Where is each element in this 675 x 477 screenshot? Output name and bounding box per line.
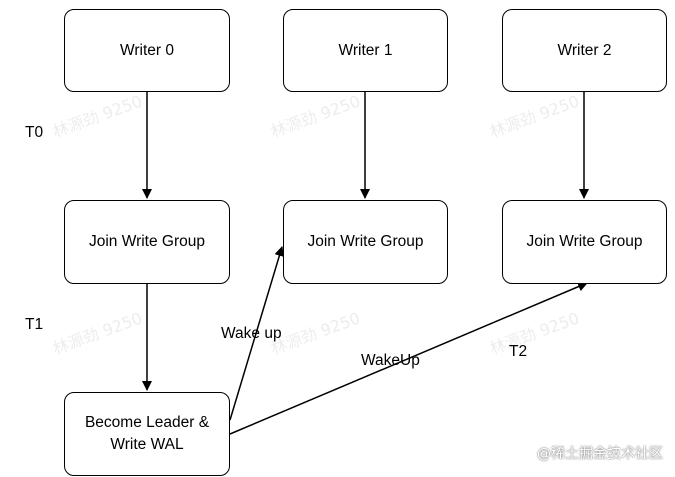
writer-2-label: Writer 2 [557,41,612,59]
t0-label: T0 [25,124,44,141]
writer-1-label: Writer 1 [338,41,393,59]
writer-2-box: Writer 2 [502,9,667,92]
t1-label: T1 [25,316,44,333]
become-leader-label: Become Leader & [84,414,210,431]
join-write-group-0-box: Join Write Group [64,200,230,284]
arrow-leader-to-join2 [229,281,588,435]
site-watermark: @稀土掘金技术社区 [537,446,663,462]
join-write-group-2-label: Join Write Group [526,233,643,250]
wakeup-label: WakeUp [361,352,420,369]
write-wal-label: Write WAL [110,436,184,453]
wake-up-label: Wake up [221,325,282,342]
writer-1-box: Writer 1 [283,9,448,92]
join-write-group-0-label: Join Write Group [88,233,205,250]
t2-label: T2 [509,343,528,360]
join-write-group-1-label: Join Write Group [307,233,424,250]
become-leader-box: Become Leader & Write WAL [64,392,230,476]
arrow-leader-to-join1 [229,246,285,421]
join-write-group-1-box: Join Write Group [283,200,448,284]
join-write-group-2-box: Join Write Group [502,200,667,284]
writer-0-box: Writer 0 [64,9,230,92]
writer-0-label: Writer 0 [120,41,174,59]
